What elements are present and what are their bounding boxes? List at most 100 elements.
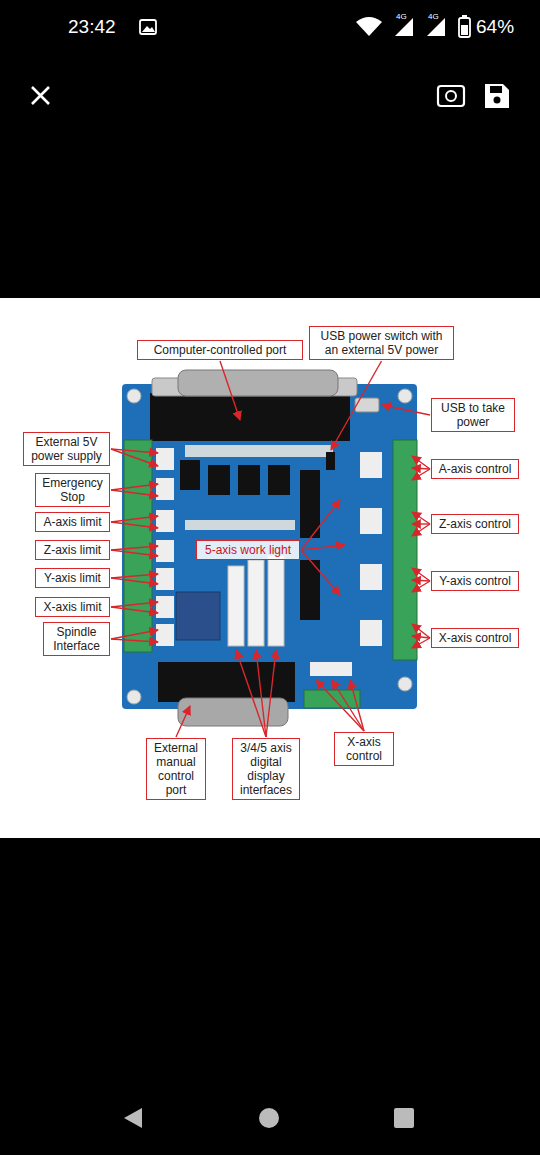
leader-line	[111, 449, 158, 466]
ic-chip	[238, 465, 260, 495]
gallery-icon	[140, 20, 156, 34]
callout-text: USB power switch with an external 5V pow…	[313, 329, 450, 357]
display-header	[248, 560, 264, 646]
leader-line	[412, 581, 430, 592]
resistor-row	[185, 520, 295, 530]
ic-chip	[300, 470, 320, 538]
leader-line	[111, 484, 158, 490]
display-header	[228, 566, 244, 646]
leader-line	[412, 512, 430, 524]
mounting-hole	[127, 389, 141, 403]
network-label: 4G	[428, 12, 439, 21]
db25-plug	[178, 370, 338, 396]
db25-base	[150, 393, 350, 441]
ic-chip	[300, 560, 320, 620]
db15-plug	[178, 698, 288, 726]
network-label: 4G	[396, 12, 407, 21]
callout-box: Emergency Stop	[35, 473, 110, 507]
leader-line	[412, 580, 430, 581]
callout-text: Computer-controlled port	[141, 343, 299, 357]
leader-line	[176, 706, 190, 737]
callout-text: A-axis control	[435, 462, 515, 476]
leader-line	[412, 523, 430, 524]
power-switch	[326, 452, 335, 470]
usb-port	[355, 398, 379, 412]
leader-line	[412, 456, 430, 469]
battery-level	[461, 25, 468, 35]
mounting-hole	[398, 677, 412, 691]
ic-chip	[180, 460, 200, 490]
callout-text: Y-axis control	[435, 574, 515, 588]
leader-line	[111, 449, 158, 453]
wifi-icon	[356, 17, 382, 36]
save-icon	[485, 84, 509, 108]
callout-text: USB to take power	[435, 401, 511, 429]
circuit-board	[122, 384, 417, 709]
callout-text: X-axis control	[435, 631, 515, 645]
callout-box: Y-axis control	[431, 571, 519, 591]
callout-box: External manual control port	[146, 738, 206, 800]
leader-line	[332, 680, 364, 731]
callout-text: Z-axis control	[435, 517, 515, 531]
save-icon-dot	[494, 97, 501, 104]
callout-box: Spindle Interface	[43, 622, 110, 656]
status-text: 23:42	[68, 16, 116, 38]
leader-line	[111, 516, 158, 522]
callout-box: Z-axis limit	[35, 540, 110, 560]
leader-line	[412, 524, 430, 536]
battery-icon	[459, 18, 470, 37]
leader-line	[412, 568, 430, 581]
camera-icon	[438, 86, 464, 106]
leader-line	[111, 550, 158, 556]
callout-text: A-axis limit	[39, 515, 106, 529]
leader-line	[412, 624, 430, 638]
left-terminals	[124, 440, 174, 652]
callout-box: USB to take power	[431, 398, 515, 432]
leader-line	[111, 602, 158, 607]
battery-tip	[462, 15, 467, 18]
callout-box: X-axis control	[431, 628, 519, 648]
leader-line	[111, 578, 158, 584]
pin-header	[185, 445, 333, 457]
recents-button	[394, 1108, 414, 1128]
x-terminal	[304, 690, 360, 708]
leader-line	[301, 500, 340, 550]
leader-line	[111, 639, 158, 642]
leader-line	[236, 650, 266, 737]
callout-text: Spindle Interface	[47, 625, 106, 653]
callout-box: A-axis control	[431, 459, 519, 479]
callout-text: 5-axis work light	[200, 543, 296, 557]
leader-line	[266, 650, 276, 737]
callout-box: Computer-controlled port	[137, 340, 303, 360]
leader-line	[220, 361, 240, 420]
mounting-hole	[398, 389, 412, 403]
callout-box: USB power switch with an external 5V pow…	[309, 326, 454, 360]
camera-lens	[446, 91, 456, 101]
callout-box: External 5V power supply	[23, 432, 110, 466]
x-plug	[310, 662, 352, 676]
callout-box: X-axis limit	[35, 597, 110, 617]
leader-line	[111, 490, 158, 496]
leader-line	[256, 650, 266, 737]
callout-text: External 5V power supply	[27, 435, 106, 463]
gallery-icon-mountain	[142, 26, 155, 32]
relay	[176, 592, 220, 640]
callout-box: 5-axis work light	[196, 540, 300, 560]
home-button	[259, 1108, 279, 1128]
status-text: 64%	[476, 16, 514, 38]
leader-line	[301, 545, 345, 550]
leader-line	[111, 546, 158, 550]
leader-line	[350, 680, 364, 731]
callout-text: Z-axis limit	[39, 543, 106, 557]
leader-line	[412, 469, 430, 480]
back-button	[124, 1108, 142, 1128]
callout-text: X-axis control	[338, 735, 390, 763]
close-icon	[32, 87, 49, 104]
callout-text: X-axis limit	[39, 600, 106, 614]
mounting-hole	[127, 690, 141, 704]
callout-text: External manual control port	[150, 741, 202, 797]
leader-line	[331, 361, 382, 450]
display-header	[268, 556, 284, 646]
